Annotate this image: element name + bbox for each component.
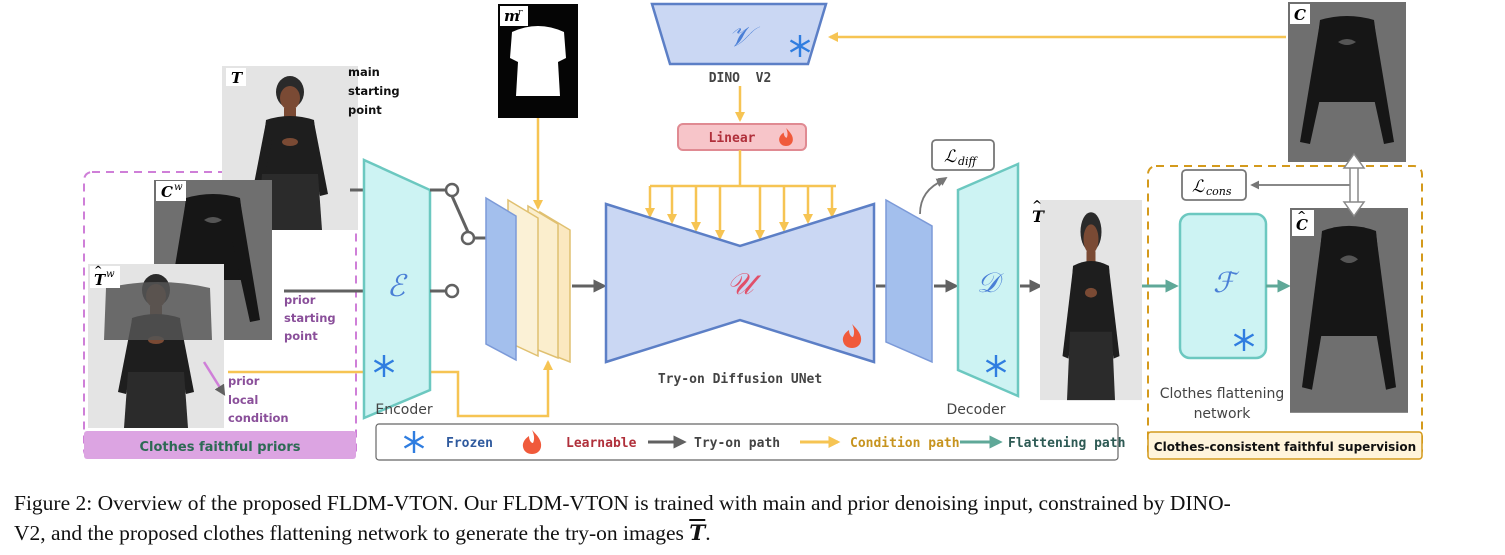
linear-label: Linear	[709, 131, 756, 146]
prior-start-1: prior	[284, 293, 316, 307]
decoder-label: Decoder	[947, 402, 1006, 418]
l-cons-box	[1181, 169, 1247, 201]
switch-pivot	[460, 230, 476, 246]
image-C	[1288, 2, 1406, 162]
mask-sup: r	[518, 8, 523, 18]
label-That-sup: w	[106, 269, 115, 280]
label-That-bg	[90, 266, 120, 288]
l-cons-sub: cons	[1206, 185, 1232, 198]
image-T-hat	[1040, 200, 1142, 401]
label-Cw: C	[161, 183, 173, 201]
prior-local-arrow	[202, 361, 226, 396]
l-diff-sub: diff	[958, 155, 979, 168]
figure-caption: Figure 2: Overview of the proposed FLDM-…	[14, 488, 1494, 549]
l-diff-box	[931, 139, 995, 171]
framework-diagram: Clothes faithful priors T main starting …	[83, 2, 1423, 461]
dino-encoder	[650, 2, 828, 66]
caption-end: .	[705, 521, 711, 545]
unet-label: Try-on Diffusion UNet	[658, 372, 822, 387]
flattening-label-2: network	[1194, 406, 1252, 422]
image-C-hat	[1290, 208, 1408, 413]
label-That: T	[94, 271, 107, 289]
l-diff: ℒ	[944, 147, 957, 167]
flattening-label-1: Clothes flattening	[1160, 386, 1284, 402]
legend-condition: Condition path	[850, 436, 960, 451]
label-Cw-sup: w	[174, 182, 183, 193]
condition-injection-arrows	[645, 186, 837, 240]
priors-label-bar	[84, 431, 356, 459]
supervision-label-bar	[1147, 431, 1423, 460]
supervision-label: Clothes-consistent faithful supervision	[1154, 440, 1416, 454]
caption-line-2-text: V2, and the proposed clothes flattening …	[14, 521, 684, 545]
caption-line-1: Figure 2: Overview of the proposed FLDM-…	[14, 491, 1231, 515]
label-C: C	[1294, 6, 1306, 24]
svg-text:^: ^	[1032, 198, 1042, 212]
legend-box	[375, 423, 1119, 461]
label-Cw-bg	[156, 181, 186, 201]
prior-start-2: starting	[284, 311, 336, 325]
label-C-hat: C	[1296, 216, 1308, 234]
svg-text:^: ^	[94, 265, 102, 276]
latent-output	[885, 198, 933, 364]
unet	[604, 202, 876, 364]
prior-start-3: point	[284, 329, 318, 343]
encoder-symbol: ℰ	[387, 269, 408, 304]
encoder-label: Encoder	[375, 402, 432, 418]
decoder	[956, 162, 1020, 398]
prior-local-3: condition	[228, 411, 289, 425]
switch-bottom	[444, 283, 460, 299]
dino-label: DINO V2	[709, 71, 772, 86]
l-cons: ℒ	[1192, 177, 1205, 197]
label-T: T	[231, 69, 244, 87]
main-start-1: main	[348, 65, 380, 79]
legend-learnable: Learnable	[566, 436, 637, 451]
legend-tryon: Try-on path	[694, 436, 780, 451]
prior-local-1: prior	[228, 374, 260, 388]
label-T-bg	[226, 68, 246, 86]
consistency-double-arrow	[1342, 152, 1366, 218]
caption-line-2: V2, and the proposed clothes flattening …	[14, 518, 1494, 549]
priors-label: Clothes faithful priors	[140, 440, 301, 455]
latent-stack-blue	[485, 196, 517, 362]
encoder	[362, 158, 432, 420]
linear-layer	[677, 123, 807, 151]
legend-flattening: Flattening path	[1008, 436, 1125, 451]
label-T-hat: T	[1032, 207, 1045, 226]
main-start-3: point	[348, 103, 382, 117]
mask-label: m	[504, 7, 520, 25]
legend-frozen: Frozen	[446, 436, 493, 451]
main-start-2: starting	[348, 84, 400, 98]
switch-top	[444, 182, 460, 198]
svg-text:^: ^	[1297, 209, 1306, 222]
prior-local-2: local	[228, 393, 258, 407]
caption-T-hat: T	[689, 521, 706, 546]
